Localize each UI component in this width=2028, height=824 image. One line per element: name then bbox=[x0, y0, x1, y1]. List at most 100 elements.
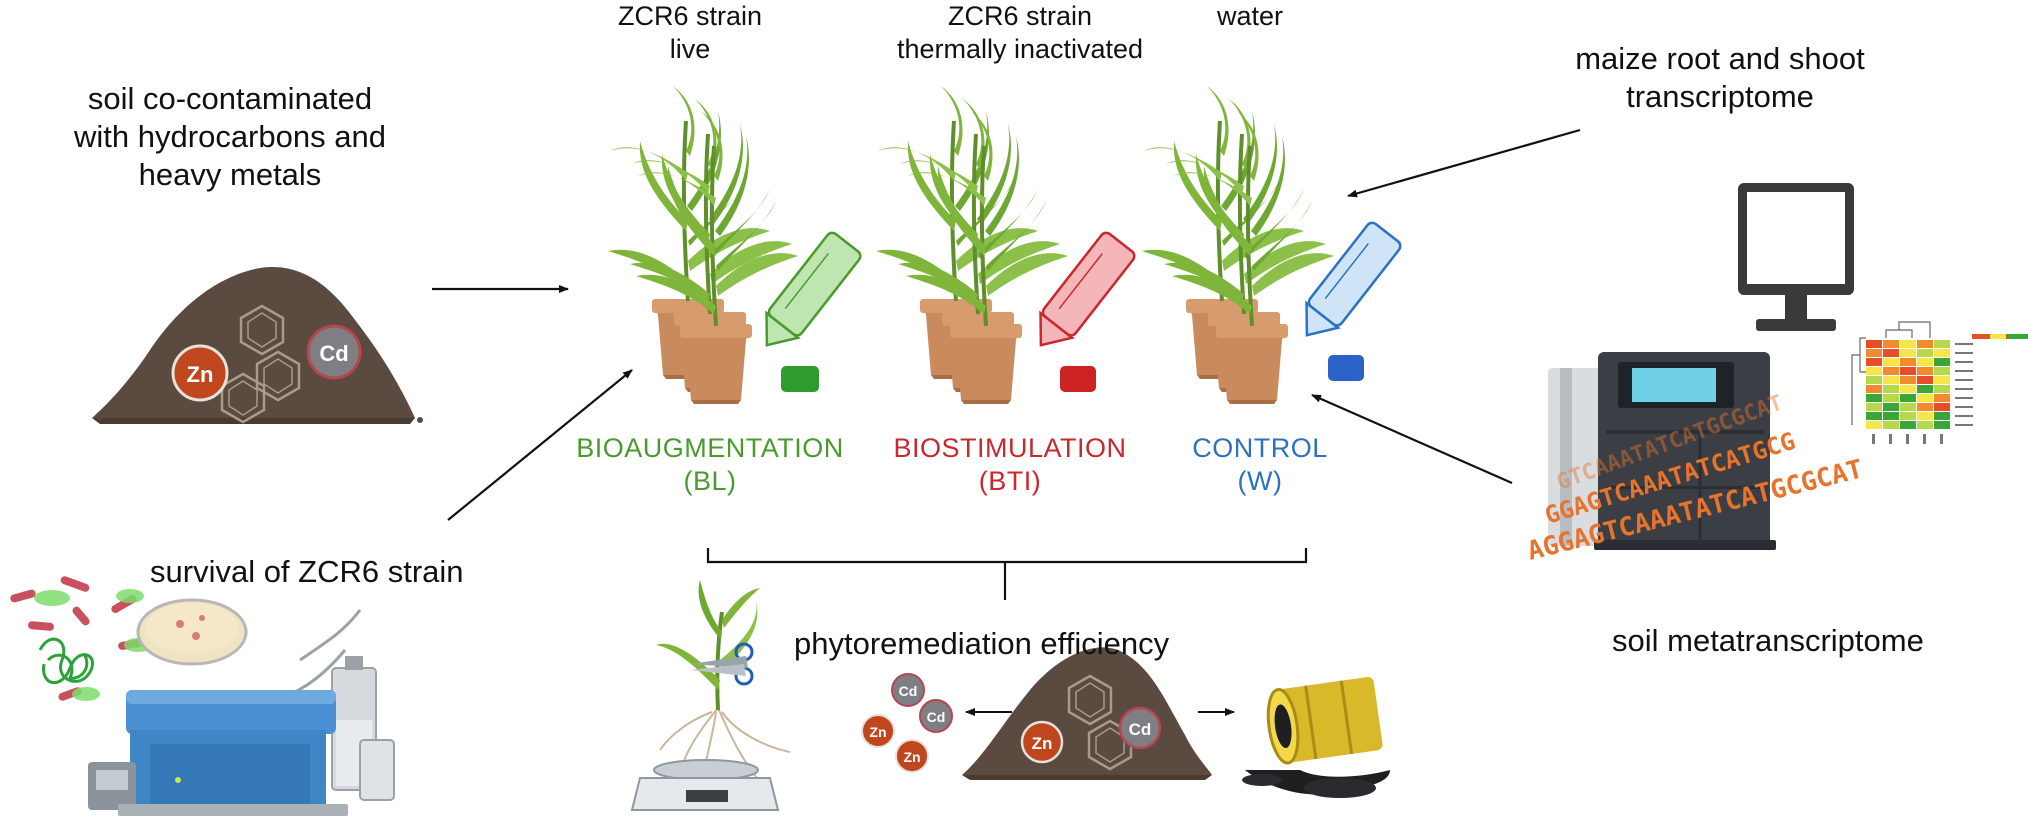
svg-text:Cd: Cd bbox=[1129, 720, 1152, 739]
heatmap-cell bbox=[1934, 412, 1950, 420]
heatmap-cell bbox=[1900, 367, 1916, 375]
heatmap-cell bbox=[1917, 367, 1933, 375]
maize-transcriptome-label: maize root and shoot transcriptome bbox=[1575, 41, 1865, 114]
heatmap-cell bbox=[1883, 349, 1899, 357]
cd-ion-1: Cd bbox=[891, 673, 925, 707]
group-control: CONTROL (W) bbox=[1160, 432, 1360, 498]
heatmap-cell bbox=[1934, 421, 1950, 429]
heatmap-col-tick bbox=[1906, 434, 1909, 444]
heatmap-row-tick bbox=[1955, 406, 1973, 408]
heatmap-cell bbox=[1866, 367, 1882, 375]
heatmap-cell bbox=[1917, 385, 1933, 393]
cd-ion-2: Cd bbox=[919, 699, 953, 733]
sequencer-instrument-icon bbox=[1548, 352, 1776, 550]
cap-blue bbox=[1328, 355, 1364, 381]
heatmap-cell bbox=[1900, 358, 1916, 366]
heatmap-cell bbox=[1883, 403, 1899, 411]
treatment-inactivated-label: ZCR6 strain thermally inactivated bbox=[896, 1, 1144, 64]
heatmap-row-tick bbox=[1955, 370, 1973, 372]
treatment-live-label: ZCR6 strain live bbox=[617, 1, 763, 64]
heatmap-cell bbox=[1883, 376, 1899, 384]
heatmap-cell bbox=[1900, 403, 1916, 411]
svg-text:Cd: Cd bbox=[927, 709, 946, 725]
heatmap-cell bbox=[1883, 340, 1899, 348]
heatmap-cell bbox=[1900, 385, 1916, 393]
soil-label-text: soil co-contaminated with hydrocarbons a… bbox=[74, 81, 386, 192]
heatmap-cell bbox=[1934, 358, 1950, 366]
plant-group-control bbox=[1142, 86, 1334, 404]
svg-text:Zn: Zn bbox=[869, 724, 886, 740]
zn-ion-1: Zn bbox=[861, 714, 895, 748]
plant-group-biostimulation bbox=[876, 86, 1068, 404]
survival-label: survival of ZCR6 strain bbox=[150, 554, 464, 589]
group-biostimulation: BIOSTIMULATION (BTI) bbox=[860, 432, 1160, 498]
heatmap-cell bbox=[1900, 394, 1916, 402]
heatmap-cell bbox=[1917, 421, 1933, 429]
heatmap-cell bbox=[1866, 385, 1882, 393]
remediated-soil-pile bbox=[962, 647, 1212, 780]
heatmap-cell bbox=[1917, 403, 1933, 411]
zn-badge-small: Zn bbox=[1020, 720, 1064, 764]
heatmap-row-tick bbox=[1955, 361, 1973, 363]
heatmap-row-tick bbox=[1955, 343, 1973, 345]
cap-green bbox=[781, 366, 819, 392]
heatmap-cell bbox=[1866, 412, 1882, 420]
heatmap-cell bbox=[1917, 340, 1933, 348]
heatmap-cell bbox=[1883, 385, 1899, 393]
cap-red bbox=[1060, 366, 1096, 392]
heatmap-cell bbox=[1900, 340, 1916, 348]
phytoremediation-efficiency-label: phytoremediation efficiency bbox=[794, 626, 1170, 661]
heatmap-col-tick bbox=[1872, 434, 1875, 444]
heatmap-cell bbox=[1934, 367, 1950, 375]
group-bioaugmentation: BIOAUGMENTATION (BL) bbox=[560, 432, 860, 498]
heatmap-row-tick bbox=[1955, 388, 1973, 390]
arrow-transcriptome-to-control bbox=[1347, 128, 1581, 198]
heatmap-cell bbox=[1883, 421, 1899, 429]
bacteria-cluster-icon bbox=[10, 576, 152, 701]
heatmap-cell bbox=[1883, 358, 1899, 366]
zn-ion-2: Zn bbox=[895, 739, 929, 773]
heatmap-cell bbox=[1866, 376, 1882, 384]
heatmap-cell bbox=[1866, 421, 1882, 429]
heatmap-col-tick bbox=[1889, 434, 1892, 444]
heatmap-cell bbox=[1900, 349, 1916, 357]
svg-text:Zn: Zn bbox=[903, 749, 920, 765]
svg-text:Cd: Cd bbox=[319, 341, 348, 366]
results-bracket bbox=[706, 548, 1308, 600]
heatmap-cell bbox=[1917, 349, 1933, 357]
svg-text:Cd: Cd bbox=[899, 683, 918, 699]
harvested-plant-on-scale-icon bbox=[630, 580, 791, 811]
heatmap-cell bbox=[1917, 412, 1933, 420]
oil-barrel-spill-icon bbox=[1242, 677, 1390, 798]
treatment-water-label: water bbox=[1216, 1, 1284, 31]
heatmap-cell bbox=[1917, 376, 1933, 384]
heatmap-cell bbox=[1866, 403, 1882, 411]
computer-monitor-icon bbox=[1738, 183, 1854, 331]
group-control-code: (W) bbox=[1237, 465, 1283, 496]
arrow-metatranscriptome-to-control bbox=[1311, 393, 1513, 485]
heatmap-cell bbox=[1900, 421, 1916, 429]
heatmap-col-tick bbox=[1923, 434, 1926, 444]
heatmap-col-tick bbox=[1940, 434, 1943, 444]
heatmap-cell bbox=[1934, 376, 1950, 384]
tube-blue bbox=[1305, 221, 1402, 337]
group-biostimulation-code: (BTI) bbox=[978, 465, 1042, 496]
heatmap-icon bbox=[1851, 321, 2028, 444]
heatmap-cell bbox=[1866, 394, 1882, 402]
heatmap-cell bbox=[1900, 376, 1916, 384]
heatmap-cell bbox=[1866, 358, 1882, 366]
svg-text:Zn: Zn bbox=[187, 362, 214, 387]
plant-group-bioaugmentation bbox=[608, 86, 798, 404]
petri-dish-icon bbox=[136, 598, 248, 666]
group-bioaugmentation-name: BIOAUGMENTATION bbox=[576, 433, 844, 463]
svg-text:Zn: Zn bbox=[1032, 734, 1053, 753]
zn-badge: Zn bbox=[171, 344, 229, 402]
heatmap-row-tick bbox=[1955, 352, 1973, 354]
heatmap-cell bbox=[1934, 349, 1950, 357]
soil-contamination-label: soil co-contaminated with hydrocarbons a… bbox=[60, 80, 400, 193]
soil-metatranscriptome-label: soil metatranscriptome bbox=[1612, 623, 1924, 658]
flow-cytometer-icon bbox=[88, 609, 395, 816]
contaminated-soil-pile bbox=[92, 267, 423, 424]
cd-badge: Cd bbox=[306, 324, 362, 380]
